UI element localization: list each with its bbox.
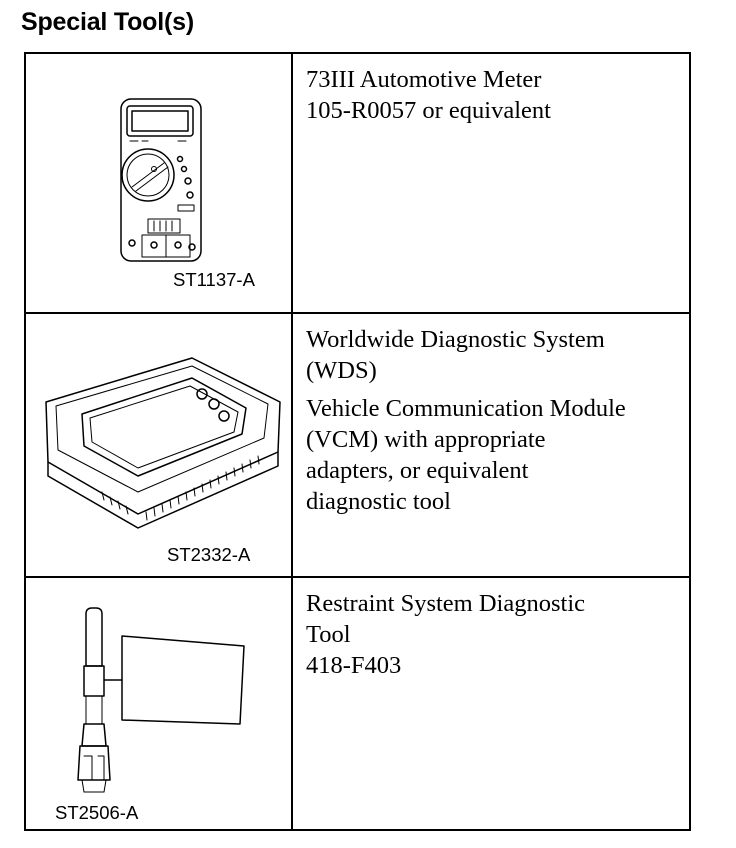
table-row: ST2506-A Restraint System Diagnostic Too…	[26, 578, 689, 831]
special-tools-table: ST1137-A 73III Automotive Meter 105-R005…	[24, 52, 691, 831]
tool-description: Worldwide Diagnostic System (WDS) Vehicl…	[293, 314, 689, 576]
tool-name: Worldwide Diagnostic System	[306, 326, 605, 353]
tool-image-cell: ST1137-A	[26, 54, 293, 312]
tool-alt-detail: (VCM) with appropriate	[306, 426, 546, 453]
diagnostic-tablet-icon	[45, 357, 281, 529]
tool-image-cell: ST2506-A	[26, 578, 293, 831]
table-row: ST2332-A Worldwide Diagnostic System (WD…	[26, 314, 689, 578]
tool-name: Restraint System Diagnostic	[306, 590, 585, 617]
multimeter-icon	[120, 98, 202, 262]
tool-name-abbrev: (WDS)	[306, 357, 377, 384]
tool-image-cell: ST2332-A	[26, 314, 293, 576]
tool-description: 73III Automotive Meter 105-R0057 or equi…	[293, 54, 689, 312]
page-title: Special Tool(s)	[21, 8, 194, 36]
tool-alt-detail: diagnostic tool	[306, 488, 451, 515]
tool-code: ST2332-A	[167, 544, 251, 565]
tool-part-number: 105-R0057 or equivalent	[306, 97, 551, 124]
table-row: ST1137-A 73III Automotive Meter 105-R005…	[26, 54, 689, 314]
tool-description: Restraint System Diagnostic Tool 418-F40…	[293, 578, 689, 831]
tool-alt-name: Vehicle Communication Module	[306, 395, 626, 422]
tool-alt-detail: adapters, or equivalent	[306, 457, 529, 484]
restraint-tool-icon	[77, 607, 245, 793]
tool-code: ST1137-A	[173, 269, 255, 290]
tool-part-number: 418-F403	[306, 652, 402, 679]
tool-code: ST2506-A	[55, 802, 139, 823]
tool-name: 73III Automotive Meter	[306, 66, 542, 93]
tool-name-cont: Tool	[306, 621, 351, 648]
